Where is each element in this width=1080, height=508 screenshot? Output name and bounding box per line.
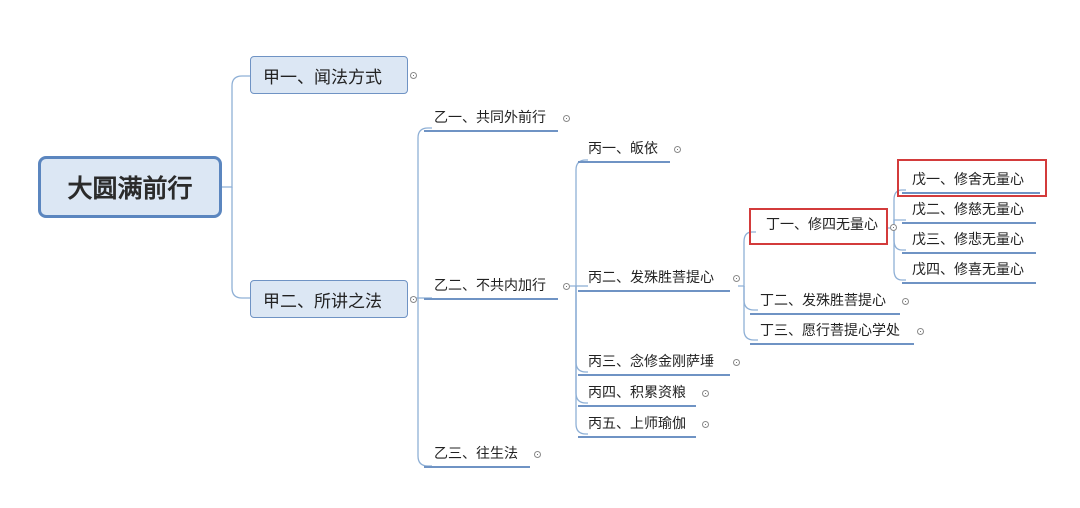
underline bbox=[578, 436, 696, 438]
node-yi1-label: 乙一、共同外前行 bbox=[434, 110, 546, 126]
expand-toggle-icon[interactable] bbox=[410, 72, 417, 79]
expand-toggle-icon[interactable] bbox=[702, 390, 709, 397]
node-bing4[interactable]: 丙四、积累资粮 bbox=[578, 382, 696, 407]
node-ding2-label: 丁二、发殊胜菩提心 bbox=[760, 293, 886, 309]
node-wu1[interactable]: 戊一、修舍无量心 bbox=[902, 169, 1040, 194]
underline bbox=[902, 252, 1036, 254]
underline bbox=[578, 290, 730, 292]
expand-toggle-icon[interactable] bbox=[917, 328, 924, 335]
node-jia2[interactable]: 甲二、所讲之法 bbox=[250, 280, 408, 318]
node-wu4[interactable]: 戊四、修喜无量心 bbox=[902, 259, 1036, 284]
root-label: 大圆满前行 bbox=[67, 174, 193, 203]
node-bing3-label: 丙三、念修金刚萨埵 bbox=[588, 354, 714, 370]
underline bbox=[424, 130, 558, 132]
node-bing4-label: 丙四、积累资粮 bbox=[588, 385, 686, 401]
node-jia2-label: 甲二、所讲之法 bbox=[263, 291, 382, 312]
node-bing2[interactable]: 丙二、发殊胜菩提心 bbox=[578, 267, 730, 292]
node-yi3-label: 乙三、往生法 bbox=[434, 446, 518, 462]
node-wu2-label: 戊二、修慈无量心 bbox=[912, 202, 1024, 218]
node-jia1-label: 甲一、闻法方式 bbox=[263, 67, 382, 88]
node-yi1[interactable]: 乙一、共同外前行 bbox=[424, 107, 558, 132]
node-wu3-label: 戊三、修悲无量心 bbox=[912, 232, 1024, 248]
expand-toggle-icon[interactable] bbox=[563, 115, 570, 122]
node-jia1[interactable]: 甲一、闻法方式 bbox=[250, 56, 408, 94]
node-yi2[interactable]: 乙二、不共内加行 bbox=[424, 275, 558, 300]
underline bbox=[750, 313, 900, 315]
expand-toggle-icon[interactable] bbox=[674, 146, 681, 153]
expand-toggle-icon[interactable] bbox=[733, 359, 740, 366]
underline bbox=[578, 161, 670, 163]
highlight-box bbox=[897, 159, 1047, 197]
root-node[interactable]: 大圆满前行 bbox=[38, 156, 222, 218]
underline bbox=[750, 343, 914, 345]
node-wu3[interactable]: 戊三、修悲无量心 bbox=[902, 229, 1036, 254]
node-wu4-label: 戊四、修喜无量心 bbox=[912, 262, 1024, 278]
highlight-box bbox=[749, 208, 888, 245]
underline bbox=[578, 374, 730, 376]
node-wu1-label: 戊一、修舍无量心 bbox=[912, 172, 1024, 188]
node-yi2-label: 乙二、不共内加行 bbox=[434, 278, 546, 294]
node-ding3-label: 丁三、愿行菩提心学处 bbox=[760, 323, 900, 339]
node-wu2[interactable]: 戊二、修慈无量心 bbox=[902, 199, 1036, 224]
expand-toggle-icon[interactable] bbox=[902, 298, 909, 305]
collapse-toggle-icon[interactable] bbox=[410, 296, 417, 303]
node-yi3[interactable]: 乙三、往生法 bbox=[424, 443, 530, 468]
node-ding1-label: 丁一、修四无量心 bbox=[766, 217, 878, 233]
expand-toggle-icon[interactable] bbox=[702, 421, 709, 428]
expand-toggle-icon[interactable] bbox=[534, 451, 541, 458]
collapse-toggle-icon[interactable] bbox=[563, 283, 570, 290]
underline bbox=[902, 282, 1036, 284]
node-bing3[interactable]: 丙三、念修金刚萨埵 bbox=[578, 351, 730, 376]
underline bbox=[902, 222, 1036, 224]
collapse-toggle-icon[interactable] bbox=[733, 275, 740, 282]
underline bbox=[424, 298, 558, 300]
node-bing1[interactable]: 丙一、皈依 bbox=[578, 138, 670, 163]
node-bing5-label: 丙五、上师瑜伽 bbox=[588, 416, 686, 432]
underline bbox=[578, 405, 696, 407]
node-ding1[interactable]: 丁一、修四无量心 bbox=[756, 214, 886, 236]
node-ding3[interactable]: 丁三、愿行菩提心学处 bbox=[750, 320, 914, 345]
underline bbox=[424, 466, 530, 468]
node-ding2[interactable]: 丁二、发殊胜菩提心 bbox=[750, 290, 900, 315]
underline bbox=[902, 192, 1040, 194]
node-bing5[interactable]: 丙五、上师瑜伽 bbox=[578, 413, 696, 438]
collapse-toggle-icon[interactable] bbox=[890, 224, 897, 231]
node-bing1-label: 丙一、皈依 bbox=[588, 141, 658, 157]
node-bing2-label: 丙二、发殊胜菩提心 bbox=[588, 270, 714, 286]
